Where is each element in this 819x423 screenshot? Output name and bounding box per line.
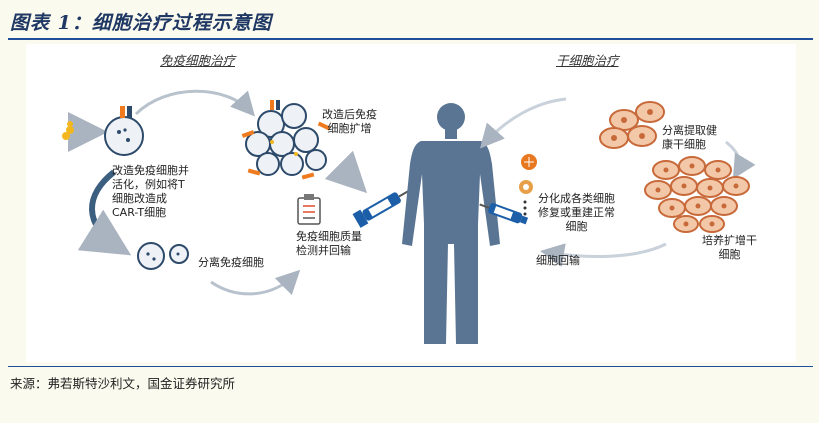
label-isolate-stem: 分离提取健 康干细胞 bbox=[662, 124, 717, 152]
stem-arrow-top bbox=[480, 97, 567, 149]
label-differentiate-line-3: 细胞 bbox=[565, 220, 588, 233]
source-note: 来源：弗若斯特沙利文，国金证券研究所 bbox=[10, 376, 236, 391]
infusion-arrow bbox=[324, 150, 368, 194]
label-modify-line-4: CAR-T细胞 bbox=[112, 206, 167, 219]
label-expand-line-2: 细胞扩增 bbox=[327, 122, 372, 135]
label-culture-line-1: 培养扩增干 bbox=[702, 234, 757, 247]
cycle-arrow-bottom bbox=[210, 269, 301, 296]
label-modify-line-2: 活化，例如将T bbox=[112, 178, 185, 191]
source-rule bbox=[8, 366, 813, 367]
antigen-icon bbox=[62, 121, 74, 140]
label-modify-line-3: 细胞改造成 bbox=[112, 192, 167, 205]
cycle-arrow-top bbox=[134, 89, 256, 117]
label-culture-line-2: 细胞 bbox=[718, 248, 741, 261]
label-modify-activate: 改造免疫细胞并 活化，例如将T 细胞改造成 CAR-T细胞 bbox=[112, 164, 189, 220]
label-quality-check: 免疫细胞质量 检测并回输 bbox=[296, 230, 362, 258]
right-syringe-icon bbox=[479, 203, 529, 225]
label-isolate-stem-line-2: 康干细胞 bbox=[662, 138, 706, 151]
label-expand-line-1: 改造后免疫 bbox=[322, 108, 377, 121]
differentiated-cells-icon bbox=[519, 154, 537, 216]
label-differentiate-line-2: 修复或重建正常 bbox=[538, 206, 615, 219]
quality-check-clipboard-icon bbox=[297, 194, 321, 225]
label-qc-line-2: 检测并回输 bbox=[296, 244, 351, 257]
cultured-stem-cells-icon bbox=[644, 156, 750, 233]
modified-immune-cell-icon bbox=[104, 106, 144, 156]
figure-title: 图表 1：细胞治疗过程示意图 bbox=[10, 12, 272, 34]
label-differentiate: 分化成各类细胞 修复或重建正常 细胞 bbox=[538, 192, 615, 234]
expanded-immune-cells-icon bbox=[241, 100, 331, 180]
label-qc-line-1: 免疫细胞质量 bbox=[296, 230, 362, 243]
label-differentiate-line-1: 分化成各类细胞 bbox=[538, 192, 615, 205]
label-culture-stem: 培养扩增干 细胞 bbox=[702, 234, 757, 262]
stem-arrow-bottom bbox=[540, 242, 667, 267]
title-rule bbox=[8, 38, 813, 40]
left-syringe-icon bbox=[352, 189, 411, 228]
label-isolate-stem-line-1: 分离提取健 bbox=[662, 124, 717, 137]
diagram-canvas bbox=[62, 89, 756, 344]
immune-therapy-header: 免疫细胞治疗 bbox=[160, 53, 236, 68]
label-cell-return: 细胞回输 bbox=[536, 254, 580, 267]
label-isolate-immune: 分离免疫细胞 bbox=[198, 256, 264, 269]
stem-cell-therapy-header: 干细胞治疗 bbox=[556, 53, 619, 68]
stem-arrow-right bbox=[725, 140, 756, 180]
label-expand: 改造后免疫 细胞扩增 bbox=[322, 108, 377, 136]
isolated-immune-cells-icon bbox=[137, 242, 189, 270]
isolated-stem-cells-icon bbox=[599, 101, 665, 149]
human-body-silhouette bbox=[402, 103, 500, 344]
label-modify-line-1: 改造免疫细胞并 bbox=[112, 164, 189, 177]
diagram-panel: 免疫细胞治疗 干细胞治疗 改造免疫细胞并 活化，例如将T 细胞改造成 CAR-T… bbox=[26, 44, 796, 362]
cycle-arrow-left bbox=[77, 169, 132, 256]
